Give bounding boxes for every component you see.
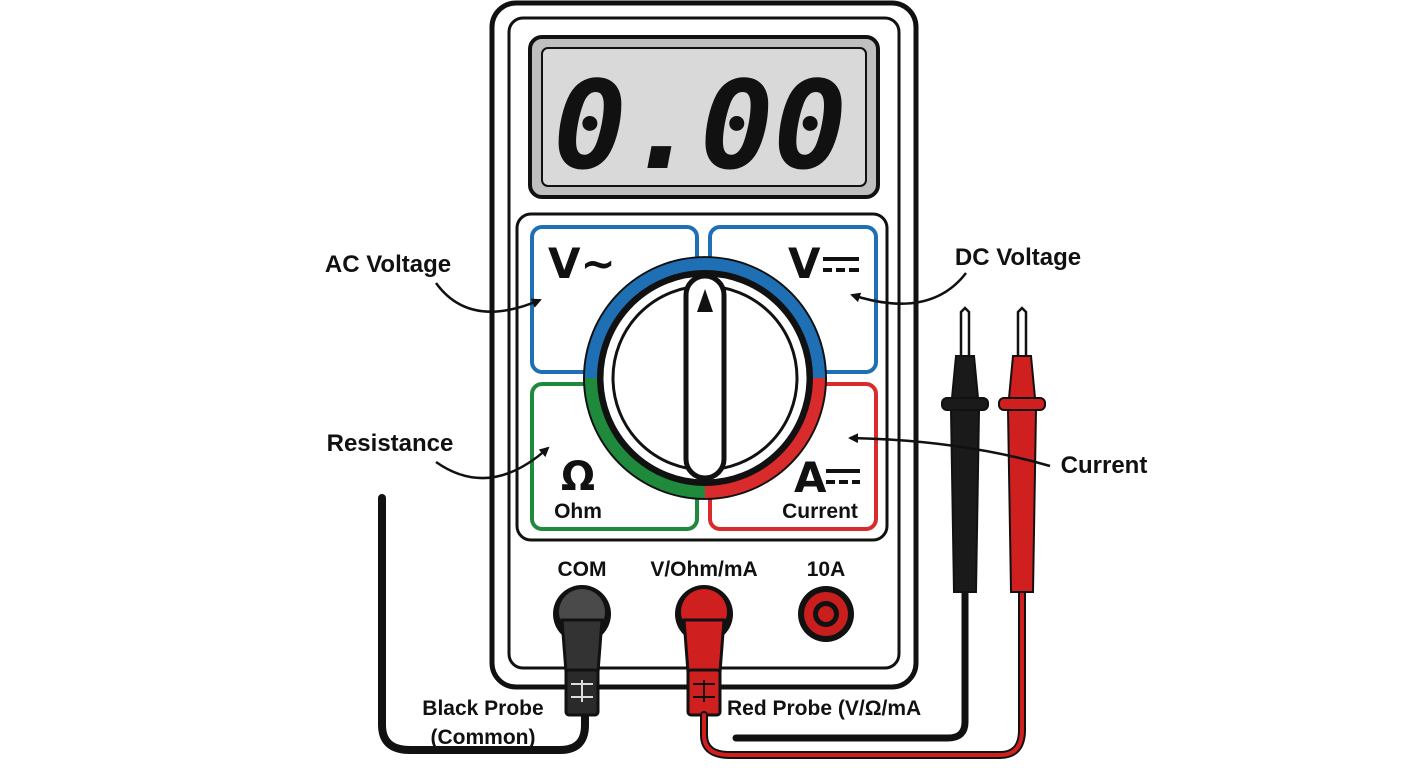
jack-label-com: COM: [558, 558, 607, 581]
ohm-label: Ohm: [554, 500, 602, 523]
v-ohm-ma-jack-red-plug[interactable]: [675, 585, 733, 717]
jack-label-10a: 10A: [807, 558, 846, 581]
black-probe-label-line2: (Common): [431, 726, 536, 749]
amp-label: Current: [782, 500, 858, 523]
amp-dc-symbol-icon: [826, 469, 860, 484]
red-probe-label: Red Probe (V/Ω/mA: [727, 697, 921, 720]
callout-current: Current: [1061, 452, 1148, 479]
arrow-ac-voltage: [434, 282, 542, 313]
callout-ac-voltage: AC Voltage: [325, 251, 451, 278]
lcd-reading: 0.00: [553, 55, 847, 197]
com-jack-black-plug[interactable]: [553, 585, 611, 717]
knob-pointer-arrow-icon: [697, 289, 713, 312]
arrow-dc-voltage: [850, 272, 967, 305]
black-test-probe[interactable]: [941, 306, 989, 593]
black-probe-label-line1: Black Probe: [422, 697, 543, 720]
dc-symbol-icon: [823, 257, 859, 272]
callout-resistance: Resistance: [327, 430, 454, 457]
lcd-screen: [541, 47, 867, 187]
knob-pointer-bar[interactable]: [683, 273, 727, 481]
arrow-resistance: [435, 446, 550, 480]
arrow-current: [848, 433, 1051, 468]
jack-10a[interactable]: [798, 586, 854, 642]
jack-label-v-ohm-ma: V/Ohm/mA: [650, 558, 757, 581]
red-test-probe[interactable]: [998, 306, 1046, 593]
ohm-symbol: Ω: [561, 454, 595, 500]
callout-dc-voltage: DC Voltage: [955, 244, 1081, 271]
ac-voltage-symbol: V~: [548, 239, 616, 288]
dc-voltage-symbol: V: [788, 239, 821, 288]
black-lead-wire: [378, 494, 589, 754]
black-probe-wire: [732, 588, 969, 742]
amp-symbol: A: [794, 453, 827, 502]
